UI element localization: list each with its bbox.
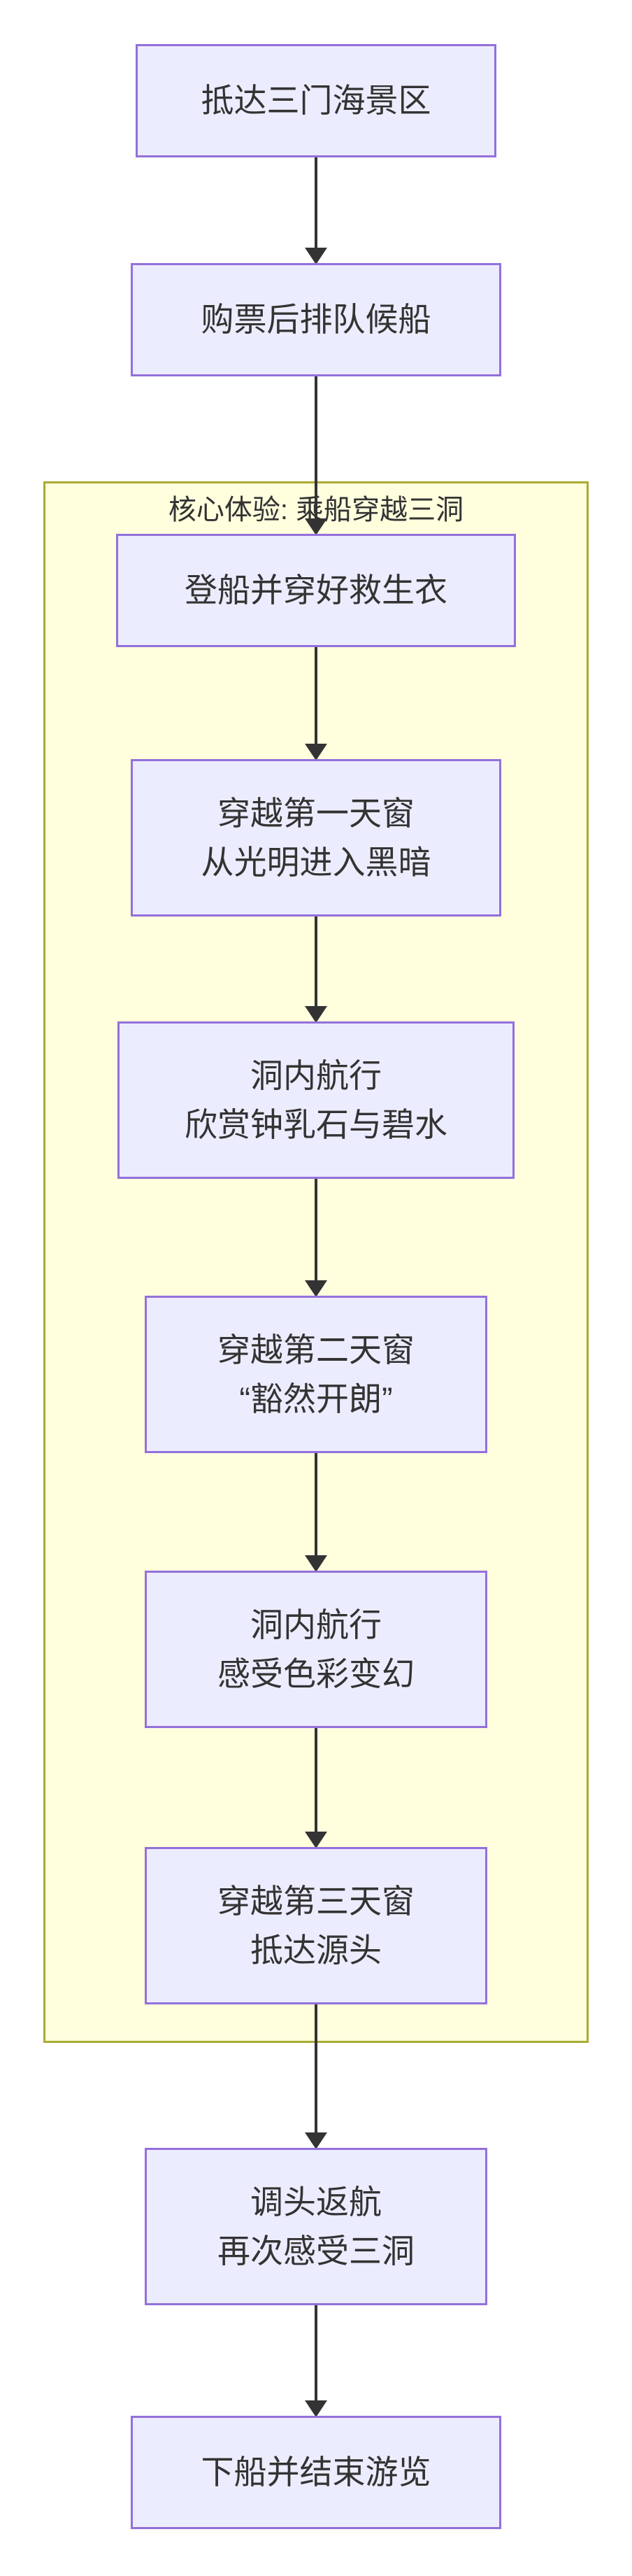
node-ticket: 购票后排队候船	[131, 263, 501, 376]
edge-line-ticket-board	[315, 376, 317, 520]
arrowhead-icon	[305, 248, 327, 264]
node-return: 调头返航 再次感受三洞	[145, 2148, 487, 2305]
arrowhead-icon	[305, 2132, 327, 2149]
edge-line-window1-cave1	[315, 917, 317, 1007]
arrowhead-icon	[305, 1006, 327, 1023]
node-window2: 穿越第二天窗 “豁然开朗”	[145, 1296, 487, 1453]
node-board: 登船并穿好救生衣	[116, 534, 516, 647]
edge-line-arrive-ticket	[315, 157, 317, 249]
arrowhead-icon	[305, 2400, 327, 2417]
arrowhead-icon	[305, 1280, 327, 1297]
edge-line-cave2-window3	[315, 1728, 317, 1833]
arrowhead-icon	[305, 1832, 327, 1848]
arrowhead-icon	[305, 744, 327, 760]
node-window3: 穿越第三天窗 抵达源头	[145, 1847, 487, 2004]
edge-line-board-window1	[315, 647, 317, 745]
node-end: 下船并结束游览	[131, 2416, 501, 2529]
edge-line-window3-return	[315, 2004, 317, 2134]
edge-line-return-end	[315, 2305, 317, 2402]
arrowhead-icon	[305, 1555, 327, 1572]
node-cave2-label: 洞内航行 感受色彩变幻	[217, 1606, 415, 1692]
node-end-label: 下船并结束游览	[201, 2454, 431, 2491]
node-window1-label: 穿越第一天窗 从光明进入黑暗	[201, 794, 431, 881]
node-window2-label: 穿越第二天窗 “豁然开朗”	[217, 1331, 415, 1417]
node-arrive-label: 抵达三门海景区	[201, 82, 431, 119]
node-cave2: 洞内航行 感受色彩变幻	[145, 1571, 487, 1728]
edge-line-cave1-window2	[315, 1179, 317, 1282]
arrowhead-icon	[305, 518, 327, 535]
node-board-label: 登船并穿好救生衣	[185, 572, 447, 609]
node-window3-label: 穿越第三天窗 抵达源头	[217, 1882, 415, 1969]
node-return-label: 调头返航 再次感受三洞	[217, 2183, 415, 2270]
node-window1: 穿越第一天窗 从光明进入黑暗	[131, 759, 501, 917]
node-cave1-label: 洞内航行 欣赏钟乳石与碧水	[185, 1056, 447, 1143]
node-arrive: 抵达三门海景区	[136, 44, 496, 157]
node-cave1: 洞内航行 欣赏钟乳石与碧水	[117, 1021, 515, 1179]
node-ticket-label: 购票后排队候船	[201, 301, 431, 338]
edge-line-window2-cave2	[315, 1453, 317, 1557]
